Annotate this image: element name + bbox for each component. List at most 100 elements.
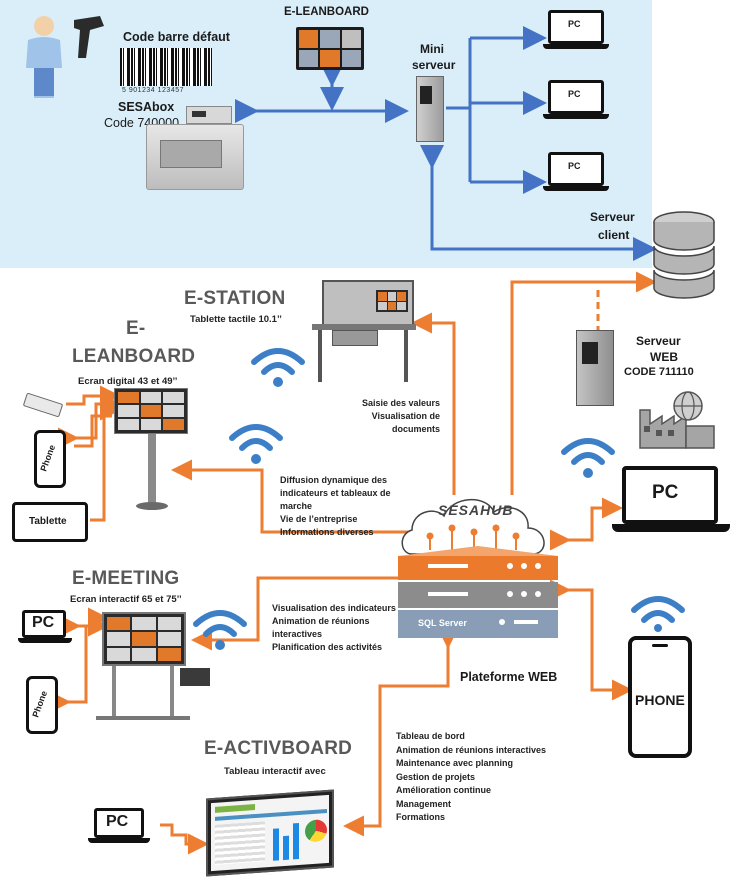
laptop-base-1	[543, 44, 609, 49]
database-icon	[653, 211, 715, 299]
e-meeting-stand-base	[96, 716, 190, 720]
e-meeting-items: Visualisation des indicateurs Animation …	[272, 602, 396, 654]
e-meeting-desk	[180, 668, 210, 686]
factory-globe-icon	[639, 391, 715, 449]
serveur-web-label-2: WEB	[650, 350, 678, 364]
pc-label-1: PC	[568, 19, 581, 29]
e-leanboard-item-3: marche	[280, 501, 313, 511]
right-phone-icon: PHONE	[628, 636, 692, 758]
e-station-subtitle: Tablette tactile 10.1’’	[190, 314, 282, 325]
e-station-item-2: Visualisation de	[371, 411, 440, 421]
e-activboard-title: E-ACTIVBOARD	[204, 738, 353, 759]
e-meeting-item-1: Visualisation des indicateurs	[272, 603, 396, 613]
e-activboard-item-2: Animation de réunions interactives	[396, 744, 547, 755]
e-meeting-stand-left	[112, 666, 116, 718]
e-meeting-title: E-MEETING	[72, 568, 180, 589]
wifi-icon-emeeting	[193, 610, 247, 650]
serveur-web-label-1: Serveur	[636, 334, 681, 348]
e-leanboard-item-5: Informations diverses	[280, 527, 374, 537]
e-station-item-1: Saisie des valeurs	[361, 398, 440, 408]
laptop-icon-2: PC	[548, 80, 604, 114]
e-station-tablet	[376, 290, 408, 312]
e-activboard-pc-label: PC	[106, 813, 129, 830]
e-leanboard-top-screen	[296, 27, 364, 70]
serveur-client-label-1: Serveur	[590, 210, 635, 224]
sesahub-server-stack	[398, 498, 558, 638]
code-barre-label: Code barre défaut	[123, 30, 230, 44]
e-activboard-pc-icon: PC	[94, 808, 144, 838]
mini-serveur-front	[420, 86, 432, 104]
sql-server-label: SQL Server	[418, 618, 467, 628]
e-leanboard-stand	[148, 434, 156, 504]
e-station-drawer	[332, 330, 378, 346]
e-station-table	[312, 324, 416, 330]
pc-label-2: PC	[568, 89, 581, 99]
mini-serveur-label-2: serveur	[412, 58, 456, 72]
wifi-icon-eleanboard	[229, 424, 283, 464]
e-meeting-pc-icon: PC	[22, 610, 66, 638]
sesabox-device-screen	[192, 111, 206, 117]
machine-window	[160, 140, 222, 168]
e-activboard-item-3: Maintenance avec planning	[396, 758, 514, 768]
e-leanboard-items: Diffusion dynamique des indicateurs et t…	[280, 474, 391, 539]
plateforme-web-label: Plateforme WEB	[460, 670, 558, 684]
e-station-title: E-STATION	[184, 288, 286, 309]
e-meeting-item-4: Planification des activités	[272, 642, 383, 652]
tablette-label: Tablette	[29, 516, 67, 527]
sesabox-label: SESAbox	[118, 100, 175, 114]
serveur-web-code: CODE 711110	[624, 366, 694, 378]
e-leanboard-foot	[136, 502, 168, 510]
e-station-items: Saisie des valeurs Visualisation de docu…	[352, 397, 440, 436]
wifi-icon-right-phone	[631, 596, 685, 632]
e-meeting-item-2: Animation de réunions	[272, 616, 370, 626]
e-meeting-stand-right	[170, 666, 174, 718]
wifi-icon-right-pc	[561, 438, 615, 478]
e-station-leg-left	[318, 330, 322, 382]
e-activboard-screen	[206, 789, 334, 877]
e-meeting-pc-base	[18, 638, 72, 643]
e-leanboard-subtitle: Ecran digital 43 et 49’’	[78, 376, 178, 387]
right-laptop-icon: PC	[622, 466, 718, 524]
e-meeting-pc-label: PC	[32, 614, 55, 631]
right-pc-label: PC	[652, 482, 679, 503]
pc-label-3: PC	[568, 161, 581, 171]
e-leanboard-item-2: indicateurs et tableaux de	[280, 488, 391, 498]
e-meeting-subtitle: Ecran interactif 65 et 75’’	[70, 594, 182, 605]
sesabox-device	[186, 106, 232, 124]
e-activboard-item-5: Amélioration continue	[396, 785, 492, 795]
e-station-item-3: documents	[391, 424, 440, 434]
web-server-front	[582, 342, 598, 364]
barcode-digits: 5 901234 123457	[122, 87, 184, 94]
tablet-icon: Tablette	[12, 502, 88, 542]
laptop-icon-3: PC	[548, 152, 604, 186]
barcode-scanner-icon	[74, 16, 104, 58]
sesahub-name: SESAHUB	[438, 502, 514, 518]
e-leanboard-title-2: LEANBOARD	[72, 346, 196, 367]
e-leanboard-item-1: Diffusion dynamique des	[280, 475, 388, 485]
e-activboard-item-6: Management	[396, 798, 452, 809]
e-meeting-item-3: interactives	[272, 629, 323, 639]
phone-icon-leanboard: Phone	[34, 430, 66, 488]
right-laptop-base	[612, 524, 730, 532]
e-meeting-screen	[102, 612, 186, 666]
e-meeting-phone-icon: Phone	[26, 676, 58, 734]
e-station-leg-right	[404, 330, 408, 382]
e-activboard-items: Tableau de bord Animation de réunions in…	[396, 730, 546, 825]
e-activboard-subtitle: Tableau interactif avec	[224, 766, 326, 777]
barcode-image	[120, 48, 212, 86]
e-leanboard-item-4: Vie de l’entreprise	[280, 514, 358, 524]
mini-serveur-label-1: Mini	[420, 42, 444, 56]
e-activboard-item-1: Tableau de bord	[396, 731, 465, 741]
e-activboard-item-4: Gestion de projets	[396, 771, 476, 782]
wifi-icon-estation	[251, 348, 305, 387]
user-icon	[26, 16, 62, 98]
laptop-base-2	[543, 114, 609, 119]
e-meeting-phone-label: Phone	[30, 689, 50, 719]
right-phone-label: PHONE	[635, 692, 685, 708]
serveur-client-label-2: client	[598, 228, 630, 242]
e-leanboard-top-label: E-LEANBOARD	[284, 6, 369, 18]
e-activboard-pc-base	[88, 838, 150, 843]
laptop-base-3	[543, 186, 609, 191]
laptop-icon-1: PC	[548, 10, 604, 44]
